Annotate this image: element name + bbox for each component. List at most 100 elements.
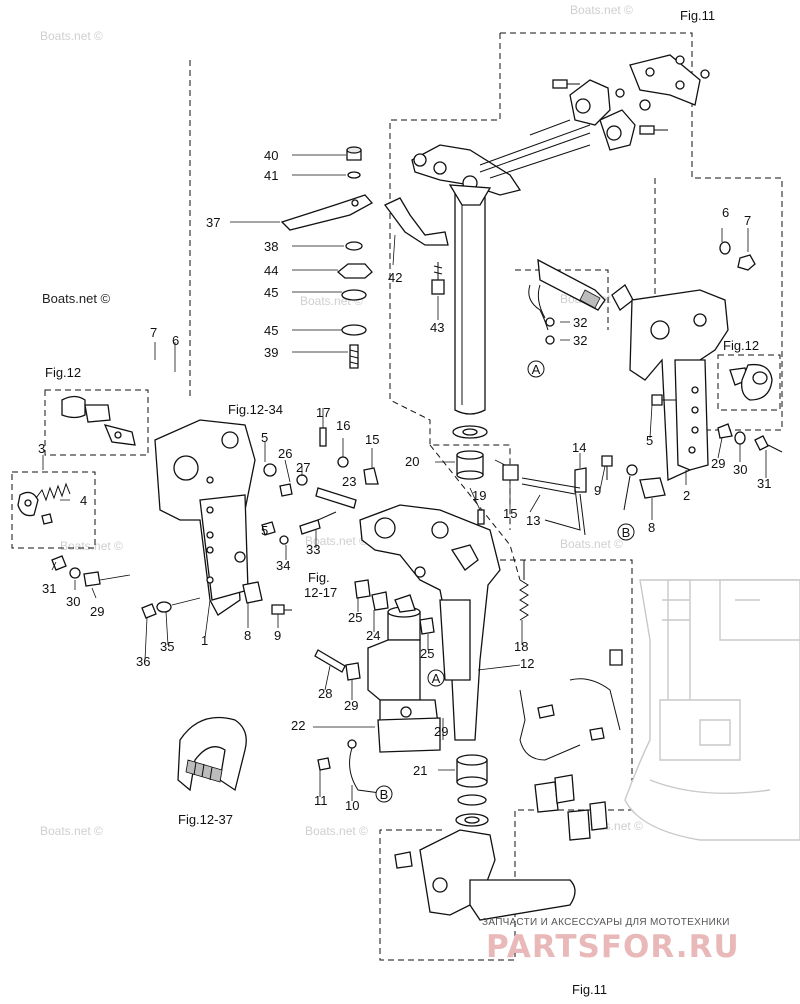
assembly-boundaries	[11, 32, 783, 961]
callout-30: 30	[66, 594, 80, 609]
callout-37: 37	[206, 215, 220, 230]
bolt-set-left	[51, 555, 131, 587]
trim-rod-assembly	[502, 455, 666, 536]
callout-10: 10	[345, 798, 359, 813]
nut-washer-upper-right	[719, 241, 756, 271]
spring-18	[477, 509, 529, 621]
callout-44: 44	[264, 263, 278, 278]
fig-ref-fig11-bottom: Fig.11	[572, 982, 607, 997]
callout-20: 20	[405, 454, 419, 469]
callout-18: 18	[514, 639, 528, 654]
callout-9: 9	[274, 628, 281, 643]
ground-wire	[317, 739, 381, 794]
fig-ref-fig12-17: Fig.	[308, 570, 330, 585]
callout-17: 17	[316, 405, 330, 420]
callout-19: 19	[472, 488, 486, 503]
fig-ref-fig11-top: Fig.11	[680, 8, 715, 23]
callout-25: 25	[348, 610, 362, 625]
watermark: Boats.net ©	[40, 824, 103, 838]
clamp-bracket-left	[154, 419, 256, 616]
callout-4: 4	[80, 493, 87, 508]
nut-washer-lower-left	[141, 597, 201, 619]
fig12-left-knob	[61, 395, 136, 446]
lower-unit-outline	[624, 579, 800, 841]
clip-bolt-lower-left	[242, 581, 292, 615]
callout-29: 29	[90, 604, 104, 619]
callout-16: 16	[336, 418, 350, 433]
callout-33: 33	[306, 542, 320, 557]
callout-7: 7	[150, 325, 157, 340]
connector-b-bottom: B	[375, 785, 393, 803]
tilt-stopper-plate	[384, 197, 449, 246]
callout-32: 32	[573, 315, 587, 330]
fig-ref-fig12-right: Fig.12	[723, 338, 759, 353]
trim-sender	[528, 258, 634, 345]
collar-21	[455, 754, 489, 827]
brand-subtitle: ЗАПЧАСТИ И АКСЕССУАРЫ ДЛЯ МОТОТЕХНИКИ	[482, 917, 730, 928]
callout-29: 29	[434, 724, 448, 739]
fig12-right-knob: Fig.12	[723, 338, 773, 401]
callout-13: 13	[526, 513, 540, 528]
callout-22: 22	[291, 718, 305, 733]
callout-31: 31	[757, 476, 771, 491]
callout-27: 27	[296, 460, 310, 475]
connector-a-top: A	[527, 360, 545, 378]
callout-8: 8	[244, 628, 251, 643]
watermark: Boats.net ©	[40, 29, 103, 43]
fig-ref-fig12-34: Fig.12-34	[228, 402, 283, 417]
callout-6: 6	[722, 205, 729, 220]
fig-ref-fig12-17: 12-17	[304, 585, 337, 600]
callout-15: 15	[503, 506, 517, 521]
callout-41: 41	[264, 168, 278, 183]
clamp-bracket-right	[629, 289, 729, 481]
pin-washer-group	[261, 427, 379, 545]
watermark: Boats.net ©	[570, 3, 633, 17]
callout-38: 38	[264, 239, 278, 254]
collar-20	[452, 425, 488, 480]
svg-text:B: B	[380, 787, 389, 802]
callout-5: 5	[261, 430, 268, 445]
svg-text:A: A	[532, 362, 541, 377]
tilt-friction-assembly	[529, 54, 710, 151]
callout-35: 35	[160, 639, 174, 654]
bolt-set-right	[651, 394, 783, 453]
watermark: Boats.net ©	[60, 539, 123, 553]
pin-28	[314, 649, 361, 681]
callout-7: 7	[744, 213, 751, 228]
watermark: Boats.net ©	[305, 534, 368, 548]
callout-31: 31	[42, 581, 56, 596]
watermark: Boats.net ©	[305, 824, 368, 838]
callout-2: 2	[683, 488, 690, 503]
callout-45: 45	[264, 323, 278, 338]
callout-25: 25	[420, 646, 434, 661]
brand-logo: PARTSFOR.RU	[486, 929, 740, 965]
steering-bracket-top	[411, 124, 591, 206]
callout-24: 24	[366, 628, 380, 643]
connector-b-right: B	[617, 523, 635, 541]
callout-39: 39	[264, 345, 278, 360]
tilt-cylinder	[367, 594, 441, 753]
callout-15: 15	[365, 432, 379, 447]
washer-stack	[280, 146, 374, 369]
brand-watermark: ЗАПЧАСТИ И АКСЕССУАРЫ ДЛЯ МОТОТЕХНИКИ PA…	[482, 917, 740, 965]
svg-text:A: A	[432, 671, 441, 686]
callout-12: 12	[520, 656, 534, 671]
callout-23: 23	[342, 474, 356, 489]
bolt-43	[431, 262, 445, 295]
connector-a-bottom: A	[427, 669, 445, 687]
watermark: Boats.net ©	[42, 291, 111, 306]
callout-8: 8	[648, 520, 655, 535]
callout-40: 40	[264, 148, 278, 163]
callout-14: 14	[572, 440, 586, 455]
callout-21: 21	[413, 763, 427, 778]
callout-34: 34	[276, 558, 290, 573]
fig-ref-fig12-left: Fig.12	[45, 365, 81, 380]
callout-28: 28	[318, 686, 332, 701]
watermark: Boats.net ©	[560, 537, 623, 551]
pins-center	[354, 579, 435, 635]
callout-3: 3	[38, 441, 45, 456]
spring-inset	[17, 482, 71, 525]
leader-lines	[230, 154, 348, 353]
callout-5: 5	[261, 523, 268, 538]
